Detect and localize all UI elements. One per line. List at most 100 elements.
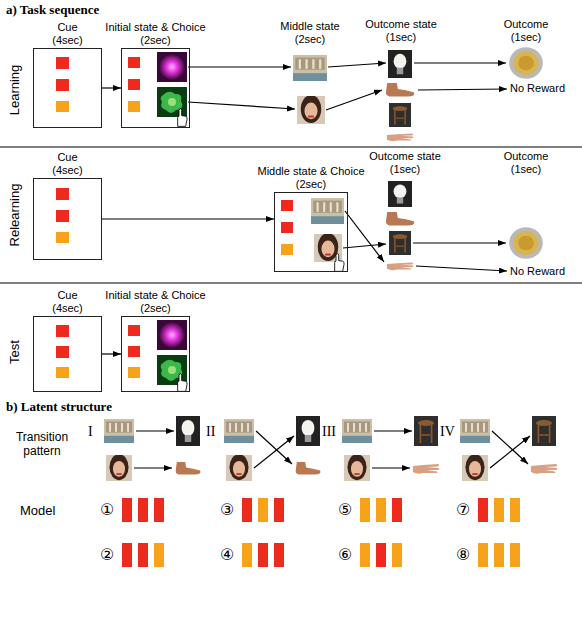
cue-square (128, 79, 140, 90)
model-square (494, 498, 504, 522)
transition-arrow (372, 467, 410, 468)
fountain-image (342, 419, 372, 443)
foot-image (386, 212, 414, 225)
transition-arrow (416, 266, 507, 271)
model-squares (122, 498, 520, 567)
section-title: b) Latent structure (6, 399, 112, 415)
cue-square (56, 325, 69, 337)
cue-square (56, 101, 69, 112)
row-separator (0, 283, 582, 284)
model-square (392, 498, 402, 522)
model-number: ② (100, 545, 114, 564)
model-number: ⑦ (456, 500, 470, 519)
model-square (154, 498, 164, 522)
transition-arrow (343, 244, 386, 248)
row-label: Test (7, 340, 22, 364)
transition-arrow (418, 89, 507, 90)
model-number: ⑧ (456, 545, 470, 564)
cue-square (56, 79, 69, 91)
magenta-fractal (157, 52, 187, 82)
state-heading: Cue (4sec) (48, 289, 88, 315)
state-heading: Cue (4sec) (48, 21, 88, 47)
green-fractal (157, 87, 187, 117)
face-image (462, 454, 488, 481)
cue-square (56, 346, 69, 358)
transition-arrow (188, 66, 291, 67)
hand-image (413, 464, 439, 474)
model-square (242, 498, 252, 522)
cue-square (56, 367, 69, 378)
fountain-image (224, 419, 254, 443)
pattern-numeral: II (206, 424, 215, 440)
face-image (106, 454, 132, 481)
bulb-image (388, 50, 412, 78)
hand-image (531, 464, 557, 474)
cue-square (56, 210, 69, 222)
bulb-image (176, 416, 200, 446)
cue-square (56, 232, 69, 243)
row-heading: Model (20, 503, 55, 518)
row-heading: Transition pattern (9, 430, 75, 458)
stool-image (414, 416, 438, 446)
cue-square (56, 188, 69, 200)
state-box: Cue (4sec) (33, 316, 102, 392)
cue-square (128, 57, 140, 68)
stage-heading: Outcome (1sec) (498, 150, 554, 176)
fountain-image (311, 198, 344, 224)
bulb-image (296, 416, 320, 446)
cue-square (281, 244, 293, 255)
state-heading: Middle state & Choice (2sec) (251, 165, 371, 191)
face-image (297, 95, 325, 124)
model-square (510, 543, 520, 567)
cue-square (128, 346, 140, 357)
row-label: Learning (7, 65, 22, 116)
face-image (226, 454, 252, 481)
model-square (376, 498, 386, 522)
model-square (122, 543, 132, 567)
pointer-icon (335, 254, 345, 272)
model-square (274, 543, 284, 567)
foot-image (176, 462, 201, 475)
face-image (344, 454, 370, 481)
state-heading: Initial state & Choice (2sec) (96, 21, 216, 47)
transition-arrow (490, 436, 530, 468)
model-square (360, 498, 370, 522)
foot-image (296, 462, 321, 475)
model-square (510, 498, 520, 522)
pattern-numeral: IV (440, 424, 455, 440)
transition-arrow (374, 430, 412, 431)
transition-arrow (254, 436, 294, 468)
stage-heading: Outcome (1sec) (498, 18, 554, 44)
stool-image (389, 231, 411, 255)
transition-arrow (326, 90, 382, 110)
model-square (494, 543, 504, 567)
cue-square (281, 200, 293, 211)
row-separator (0, 147, 582, 148)
coin-image (509, 47, 543, 79)
transition-arrow (188, 102, 295, 109)
pointer-icon (178, 109, 188, 127)
fountain-image (104, 419, 134, 443)
fountain-image (293, 55, 327, 81)
transition-arrow (136, 430, 174, 431)
state-box: Initial state & Choice (2sec) (121, 316, 190, 392)
state-box: Cue (4sec) (33, 178, 102, 260)
cue-square (281, 222, 293, 233)
model-square (138, 498, 148, 522)
outcome-text: No Reward (510, 265, 565, 278)
transition-arrow (492, 431, 528, 464)
section-title: a) Task sequence (6, 2, 99, 18)
transition-arrow (413, 242, 506, 243)
model-number: ④ (220, 545, 234, 564)
model-square (392, 543, 402, 567)
sequence-arrow (102, 218, 274, 219)
magenta-fractal (157, 320, 187, 350)
model-square (274, 498, 284, 522)
hand-image (387, 133, 413, 141)
pattern-numeral: I (88, 424, 93, 440)
cue-square (56, 57, 69, 69)
model-square (154, 543, 164, 567)
foot-image (386, 83, 414, 96)
